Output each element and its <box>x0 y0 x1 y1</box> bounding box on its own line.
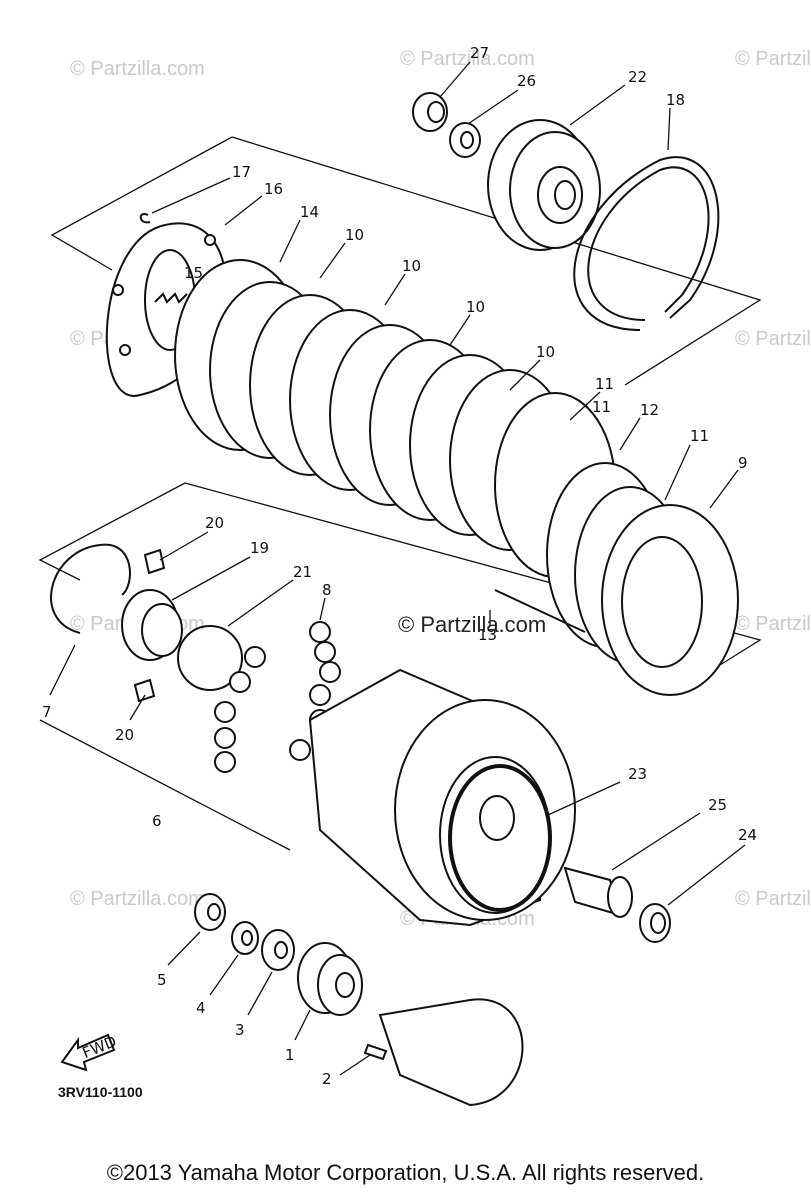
primary-drive-gear-1 <box>297 942 363 1016</box>
watermark: © Partzilla.com <box>70 888 205 910</box>
callout-20-top: 20 <box>205 514 224 532</box>
clip-20-bottom <box>133 678 156 703</box>
callout-numbers: 27 26 22 18 17 16 15 14 10 10 10 10 11 1… <box>42 44 757 1088</box>
callout-15: 15 <box>184 264 203 282</box>
callout-26: 26 <box>517 72 536 90</box>
callout-27: 27 <box>470 44 489 62</box>
callout-9: 9 <box>738 454 748 472</box>
callout-14: 14 <box>300 203 319 221</box>
reference-planes <box>38 136 762 851</box>
callout-24: 24 <box>738 826 757 844</box>
washer-3 <box>261 929 295 971</box>
retainer-19 <box>121 589 183 661</box>
callout-11-b: 11 <box>592 398 611 416</box>
callout-4: 4 <box>196 999 206 1017</box>
callout-10-d: 10 <box>536 343 555 361</box>
ring-21 <box>177 625 243 691</box>
callout-16: 16 <box>264 180 283 198</box>
watermark: © Partzilla.com <box>735 328 811 350</box>
callout-22: 22 <box>628 68 647 86</box>
watermark: © Partzilla.com <box>735 888 811 910</box>
clutch-housing-6 <box>308 668 576 927</box>
leader-lines <box>49 61 746 1076</box>
spacer-25 <box>563 866 633 918</box>
watermark: © Partzilla.com <box>735 48 811 70</box>
callout-13: 13 <box>478 626 497 644</box>
nut-5 <box>194 893 226 931</box>
key-2 <box>363 1043 388 1061</box>
wire-circlip-18 <box>573 156 720 331</box>
push-rod-13 <box>494 589 586 633</box>
callout-10-c: 10 <box>466 298 485 316</box>
copyright-footer: ©2013 Yamaha Motor Corporation, U.S.A. A… <box>106 1160 705 1185</box>
watermark-center: © Partzilla.com <box>398 612 546 637</box>
callout-20-bottom: 20 <box>115 726 134 744</box>
callout-11-c: 11 <box>690 427 709 445</box>
callout-17: 17 <box>232 163 251 181</box>
callout-12: 12 <box>640 401 659 419</box>
circlip-7 <box>50 543 131 634</box>
callout-11-a: 11 <box>595 375 614 393</box>
callout-5: 5 <box>157 971 167 989</box>
clip-20-top <box>143 548 166 575</box>
callout-10-b: 10 <box>402 257 421 275</box>
fwd-arrow-icon: FWD <box>60 1032 119 1072</box>
washer-24 <box>639 903 671 943</box>
spring-15 <box>154 292 188 304</box>
callout-25: 25 <box>708 796 727 814</box>
watermark: © Partzilla.com <box>735 613 811 635</box>
callout-7: 7 <box>42 703 52 721</box>
callout-10-a: 10 <box>345 226 364 244</box>
plate-stack <box>174 259 739 696</box>
callout-2: 2 <box>322 1070 332 1088</box>
callout-18: 18 <box>666 91 685 109</box>
nut-27 <box>412 92 448 132</box>
clutch-boss-22 <box>487 119 601 251</box>
fwd-label: FWD <box>80 1032 119 1062</box>
watermark: © Partzilla.com <box>400 48 535 70</box>
washer-26 <box>449 122 481 158</box>
callout-3: 3 <box>235 1021 245 1039</box>
callout-8: 8 <box>322 581 332 599</box>
part-code: 3RV110-1100 <box>58 1084 143 1100</box>
watermark: © Partzilla.com <box>70 58 205 80</box>
callout-1: 1 <box>285 1046 295 1064</box>
callout-6: 6 <box>152 812 162 830</box>
circlip-17 <box>139 213 151 224</box>
washer-4 <box>231 921 259 955</box>
callout-19: 19 <box>250 539 269 557</box>
callout-21: 21 <box>293 563 312 581</box>
callout-23: 23 <box>628 765 647 783</box>
crankshaft-stub <box>378 998 524 1107</box>
